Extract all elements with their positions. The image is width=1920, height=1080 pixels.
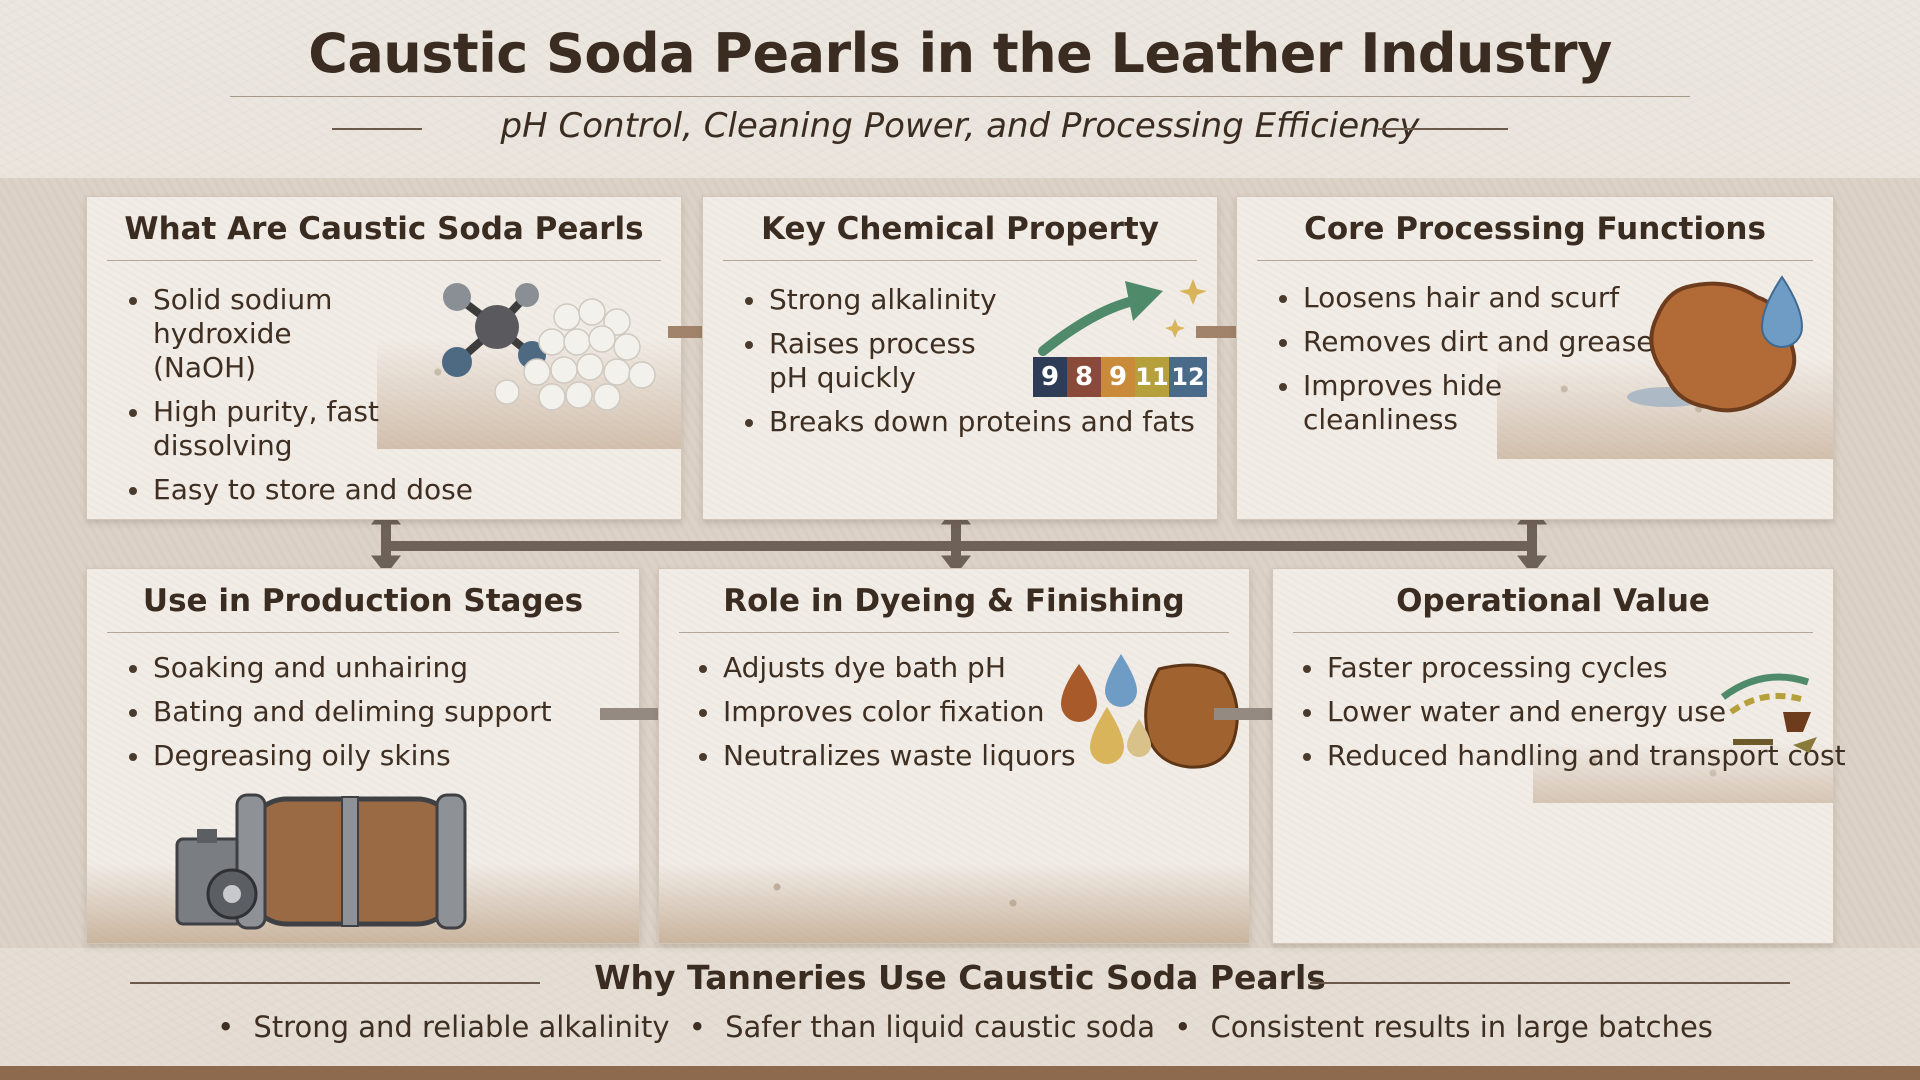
- card-production-stages: Use in Production Stages Soaking and unh…: [86, 568, 640, 944]
- footer-rule-left: [130, 982, 540, 984]
- list-item: Removes dirt and grease: [1277, 325, 1677, 359]
- card-production-stages-title: Use in Production Stages: [142, 583, 584, 619]
- footer-reason: Consistent results in large batches: [1210, 1010, 1713, 1044]
- card-operational-title: Operational Value: [1396, 583, 1710, 619]
- footer-rule-right: [1310, 982, 1790, 984]
- tanning-drum-icon: [175, 793, 467, 930]
- card-divider: [107, 260, 661, 261]
- card-divider: [723, 260, 1197, 261]
- ph-cell: 9: [1033, 357, 1067, 397]
- card-divider: [1293, 632, 1813, 633]
- dye-drops-leather-icon: [1061, 654, 1239, 769]
- card-dyeing-list: Adjusts dye bath pH Improves color fixat…: [697, 651, 1077, 783]
- gauge-tools-icon: [1720, 673, 1817, 753]
- page-title: Caustic Soda Pearls in the Leather Indus…: [308, 22, 1612, 85]
- list-item: Easy to store and dose: [127, 473, 473, 507]
- rising-arrow-icon: [1038, 279, 1207, 356]
- list-item: Lower water and energy use: [1301, 695, 1821, 729]
- card-core-functions-list: Loosens hair and scurf Removes dirt and …: [1277, 281, 1677, 447]
- list-item: Degreasing oily skins: [127, 739, 607, 773]
- bullet: •: [217, 1010, 235, 1044]
- list-item: Improves color fixation: [697, 695, 1077, 729]
- molecule-pearls-icon: [442, 283, 656, 411]
- hide-water-drop-icon: [1627, 275, 1804, 413]
- ph-cell: 11: [1135, 357, 1169, 397]
- card-divider: [679, 632, 1229, 633]
- card-key-property-title: Key Chemical Property: [761, 211, 1159, 247]
- list-item: Breaks down proteins and fats: [743, 405, 1195, 439]
- list-item: Adjusts dye bath pH: [697, 651, 1077, 685]
- page-subtitle: pH Control, Cleaning Power, and Processi…: [500, 106, 1420, 146]
- footer-reason: Strong and reliable alkalinity: [253, 1010, 670, 1044]
- list-item: Neutralizes waste liquors: [697, 739, 1077, 773]
- list-item: Raises process pH quickly: [743, 327, 1023, 395]
- footer-reasons: • Strong and reliable alkalinity • Safer…: [0, 1010, 1920, 1044]
- ph-cell: 8: [1067, 357, 1101, 397]
- card-what-are: What Are Caustic Soda Pearls Solid sodiu…: [86, 196, 682, 520]
- card-production-stages-list: Soaking and unhairing Bating and delimin…: [127, 651, 607, 783]
- card-dyeing: Role in Dyeing & Finishing Adjusts dye b…: [658, 568, 1250, 944]
- card-ground: [659, 863, 1249, 943]
- list-item: Improves hide cleanliness: [1277, 369, 1537, 437]
- card-operational-list: Faster processing cycles Lower water and…: [1301, 651, 1846, 783]
- list-item: Faster processing cycles: [1301, 651, 1821, 685]
- card-key-property: Key Chemical Property Strong alkalinity …: [702, 196, 1218, 520]
- subtitle-rule-right: [1378, 128, 1508, 130]
- list-item: Strong alkalinity: [743, 283, 1183, 317]
- bullet: •: [1174, 1010, 1192, 1044]
- title-underline: [230, 96, 1690, 97]
- card-what-are-list: Solid sodium hydroxide (NaOH) High purit…: [127, 283, 473, 517]
- ph-cell: 9: [1101, 357, 1135, 397]
- card-key-property-list: Strong alkalinity Raises process pH quic…: [743, 283, 1195, 449]
- card-ground: [1533, 743, 1833, 803]
- list-item: Loosens hair and scurf: [1277, 281, 1677, 315]
- card-what-are-title: What Are Caustic Soda Pearls: [124, 211, 644, 247]
- card-divider: [1257, 260, 1813, 261]
- footer-strip: [0, 1066, 1920, 1080]
- list-item: Soaking and unhairing: [127, 651, 607, 685]
- card-divider: [107, 632, 619, 633]
- list-item: Solid sodium hydroxide (NaOH): [127, 283, 397, 385]
- card-core-functions-title: Core Processing Functions: [1304, 211, 1766, 247]
- list-item: Bating and deliming support: [127, 695, 607, 729]
- subtitle-rule-left: [332, 128, 422, 130]
- ph-cell: 12: [1169, 357, 1207, 397]
- footer-reason: Safer than liquid caustic soda: [725, 1010, 1155, 1044]
- card-operational: Operational Value Faster processing cycl…: [1272, 568, 1846, 944]
- card-dyeing-title: Role in Dyeing & Finishing: [723, 583, 1185, 619]
- footer-title: Why Tanneries Use Caustic Soda Pearls: [594, 958, 1326, 997]
- list-item: High purity, fast dissolving: [127, 395, 397, 463]
- card-core-functions: Core Processing Functions Loosens hair a…: [1236, 196, 1834, 520]
- bullet: •: [688, 1010, 706, 1044]
- ph-scale: 9 8 9 11 12: [1033, 357, 1207, 397]
